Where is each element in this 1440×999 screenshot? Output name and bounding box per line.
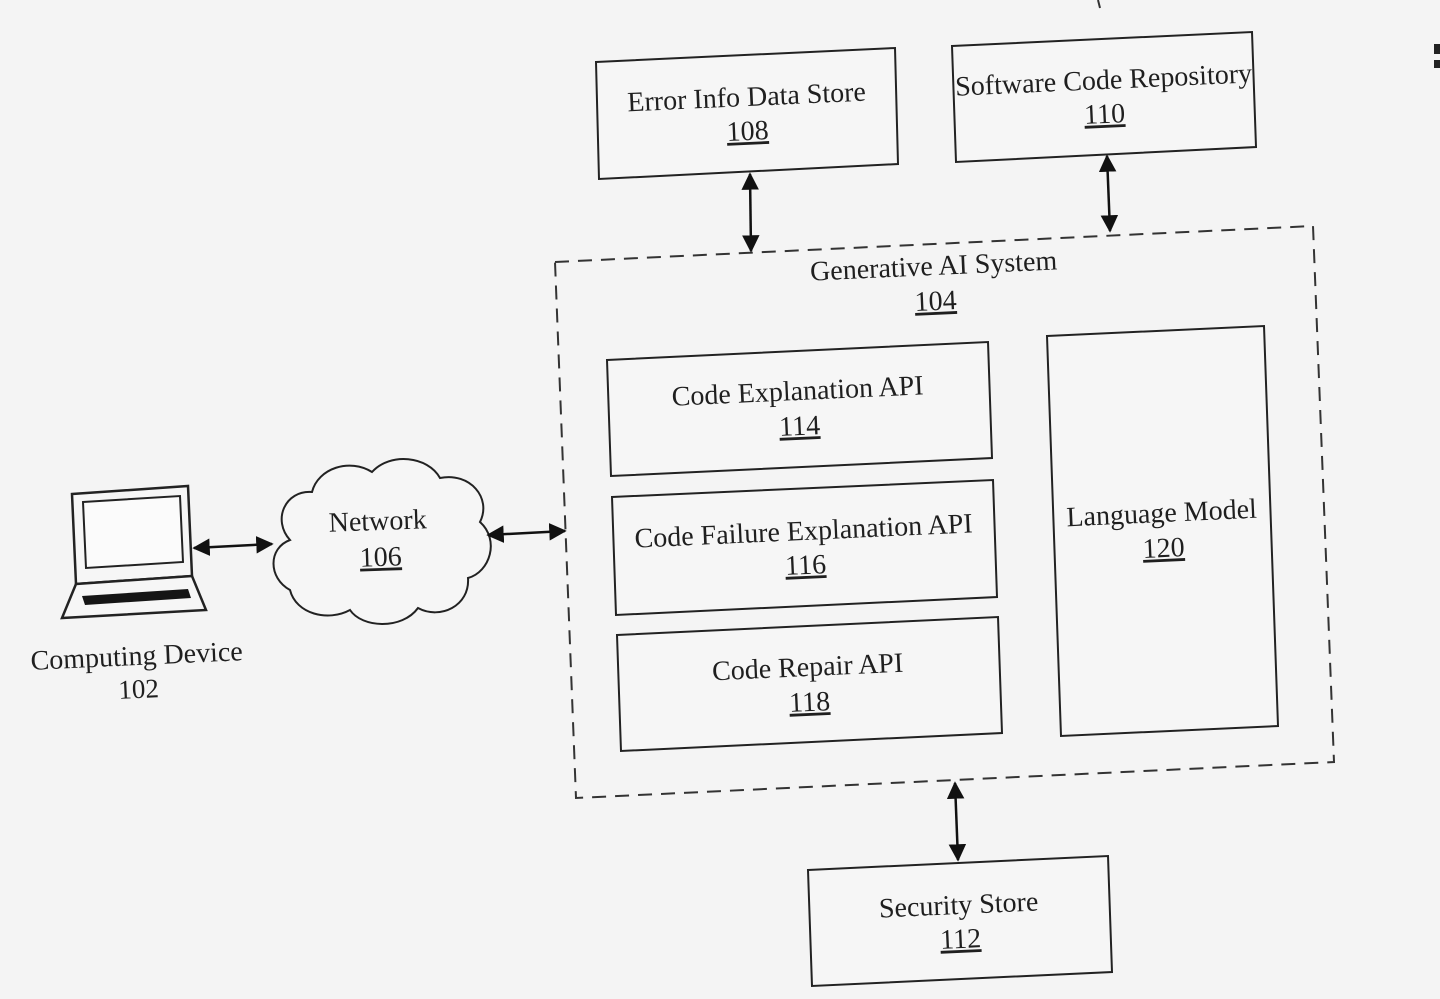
security-store-box: Security Store 112 <box>806 854 1114 988</box>
repo-genai-connector <box>1098 154 1119 233</box>
language-model-ref: 120 <box>1142 532 1185 565</box>
scan-artifact <box>1097 0 1440 68</box>
error-info-data-store-box: Error Info Data Store 108 <box>594 46 900 181</box>
software-code-repository-ref: 110 <box>1083 98 1125 131</box>
network-ref: 106 <box>359 541 402 573</box>
network-cloud: Network 106 <box>272 458 492 625</box>
computing-device-label: Computing Device <box>30 636 243 677</box>
network-label: Network <box>328 504 427 538</box>
code-explanation-api-ref: 114 <box>778 410 820 443</box>
laptop-icon <box>60 484 208 620</box>
code-failure-explanation-api-ref: 116 <box>784 549 826 582</box>
device-network-connector <box>192 536 274 556</box>
software-code-repository-box: Software Code Repository 110 <box>950 30 1258 164</box>
language-model-box: Language Model 120 <box>1045 324 1280 738</box>
generative-ai-system-label: Generative AI System <box>809 245 1058 287</box>
genai-security-connector <box>946 781 967 862</box>
error-info-data-store-ref: 108 <box>726 115 769 148</box>
error-store-genai-connector <box>741 172 760 253</box>
code-repair-api-box: Code Repair API 118 <box>615 615 1004 753</box>
security-store-ref: 112 <box>939 923 981 956</box>
code-failure-explanation-api-box: Code Failure Explanation API 116 <box>610 478 999 617</box>
network-genai-connector <box>486 523 567 543</box>
generative-ai-system-ref: 104 <box>914 285 957 318</box>
security-store-label: Security Store <box>878 886 1039 924</box>
code-explanation-api-box: Code Explanation API 114 <box>605 340 994 478</box>
code-repair-api-ref: 118 <box>788 686 830 719</box>
computing-device-ref: 102 <box>118 673 160 705</box>
